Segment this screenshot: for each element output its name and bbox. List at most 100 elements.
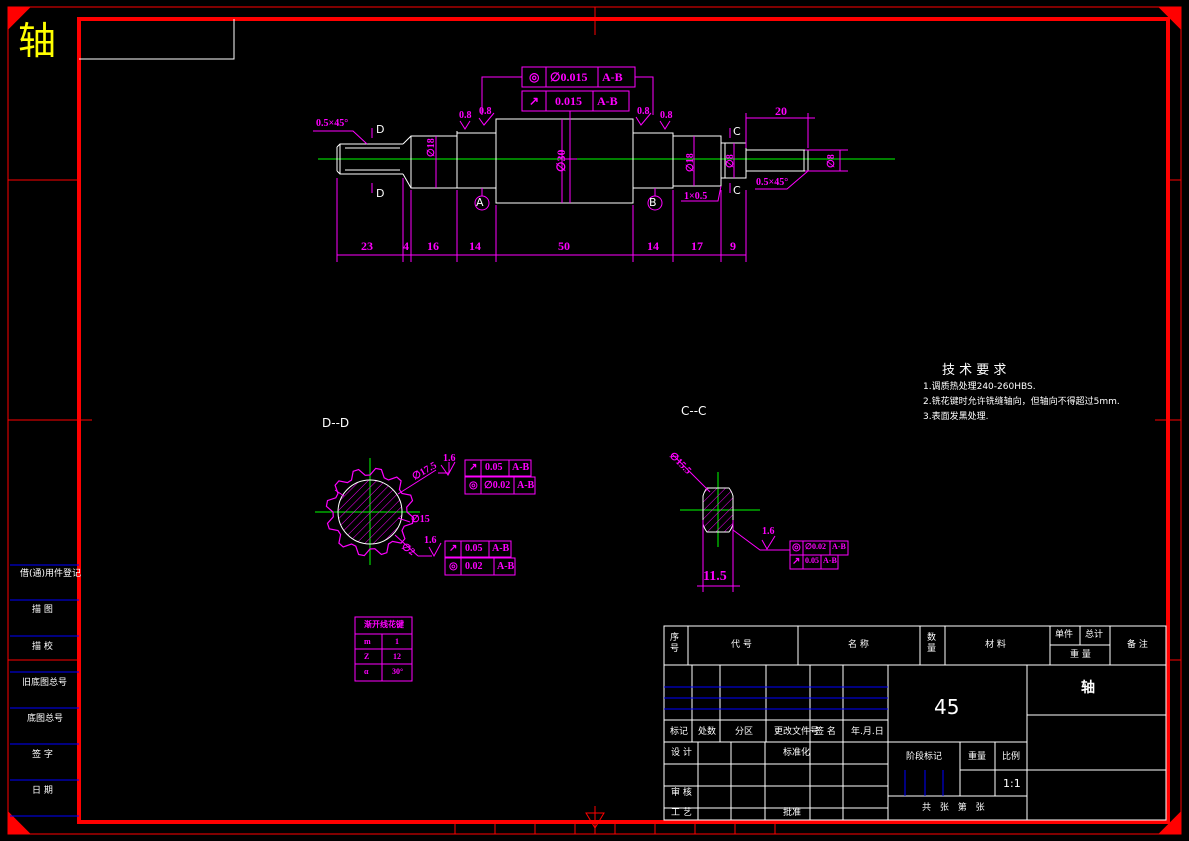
dd-frame-bottom-2-datum: A-B xyxy=(497,561,515,572)
left-col-4: 旧底图总号 xyxy=(22,678,68,688)
length-1: 23 xyxy=(361,239,373,253)
length-6: 14 xyxy=(647,239,659,253)
tech-req-item-1: 1.调质热处理240-260HBS. xyxy=(923,382,1036,392)
tb-sign-approve: 批准 xyxy=(783,808,802,818)
spline-row-2-key: Z xyxy=(364,652,370,661)
tb-material: 45 xyxy=(934,695,960,719)
tb-header-name: 名 称 xyxy=(848,640,869,650)
tb-rev-date: 年.月.日 xyxy=(851,727,884,737)
shaft-dimension-lines xyxy=(313,66,848,262)
tech-req-title: 技 术 要 求 xyxy=(942,363,1007,378)
tb-sheets: 共 张 第 张 xyxy=(922,803,985,813)
dd-dim-2: ∅15 xyxy=(411,514,430,525)
drawing-title: 轴 xyxy=(18,19,57,63)
dd-roughness-1: 1.6 xyxy=(443,453,456,464)
length-7: 17 xyxy=(691,239,703,253)
section-mark-d-bottom: D xyxy=(376,187,385,200)
spline-table-title: 渐开线花键 xyxy=(364,620,404,629)
spline-table-lines xyxy=(354,616,413,682)
dd-frame-bottom-1-value: 0.05 xyxy=(465,543,483,554)
dia-4: ∅8 xyxy=(725,154,736,168)
tb-scale-label: 比例 xyxy=(1002,752,1021,762)
cc-frame-2-datum: A-B xyxy=(823,556,837,565)
tb-header-qty: 数量 xyxy=(927,633,937,654)
tb-sign-review: 审 核 xyxy=(671,788,692,798)
left-col-7: 日 期 xyxy=(32,786,53,796)
tol-frame-1-value: ∅0.015 xyxy=(550,70,588,84)
section-cc-label: C--C xyxy=(681,404,707,418)
section-dd-label: D--D xyxy=(322,416,350,430)
tech-req-item-2: 2.铣花键时允许铣缝轴向，但轴向不得超过5mm. xyxy=(923,397,1120,407)
tb-rev-zone: 分区 xyxy=(735,727,754,737)
groove-label: 1×0.5 xyxy=(684,191,708,202)
dd-frame-bottom-1-datum: A-B xyxy=(492,543,510,554)
roughness-4: 0.8 xyxy=(660,110,673,121)
cc-frame-2-symbol: ↗ xyxy=(792,556,801,567)
tb-sign-standard: 标准化 xyxy=(783,748,811,758)
dia-5: ∅8 xyxy=(826,154,837,168)
length-5: 50 xyxy=(558,239,570,253)
tb-header-total: 总计 xyxy=(1085,630,1104,640)
tol-frame-2-value: 0.015 xyxy=(555,94,582,108)
section-dd-graphic xyxy=(315,458,536,576)
tol-frame-1-datum: A-B xyxy=(602,70,623,84)
spline-row-3-key: α xyxy=(364,667,369,676)
cc-frame-1-value: ∅0.02 xyxy=(805,542,826,551)
tb-rev-count: 处数 xyxy=(698,727,717,737)
length-4: 14 xyxy=(469,239,481,253)
cc-frame-1-symbol: ◎ xyxy=(792,542,801,553)
length-3: 16 xyxy=(427,239,439,253)
left-col-2: 描 图 xyxy=(32,605,53,615)
title-block-lines xyxy=(663,625,1167,821)
tb-rev-mark: 标记 xyxy=(670,727,689,737)
tb-header-unit: 单件 xyxy=(1055,630,1074,640)
spline-row-1-key: m xyxy=(364,637,371,646)
section-cc-graphic xyxy=(671,453,849,592)
tb-header-seq: 序号 xyxy=(670,633,680,654)
dd-frame-top-2-datum: A-B xyxy=(517,480,535,491)
left-col-5: 底图总号 xyxy=(27,714,64,724)
tol-frame-1-symbol: ◎ xyxy=(529,70,540,84)
dd-frame-bottom-2-symbol: ◎ xyxy=(449,561,458,572)
cc-dim-width: 11.5 xyxy=(703,569,727,584)
tb-scale-value: 1:1 xyxy=(1003,777,1021,790)
cc-frame-1-datum: A-B xyxy=(832,542,846,551)
tb-part-name: 轴 xyxy=(1081,680,1095,696)
outer-frame xyxy=(7,6,1182,835)
left-column-table xyxy=(10,564,79,817)
section-mark-d-top: D xyxy=(376,123,385,136)
cc-roughness: 1.6 xyxy=(762,526,775,537)
top-left-box xyxy=(79,19,235,60)
dd-frame-bottom-1-symbol: ↗ xyxy=(449,543,458,554)
dia-3: ∅18 xyxy=(685,153,696,172)
roughness-2: 0.8 xyxy=(479,106,492,117)
tb-header-material: 材 料 xyxy=(985,640,1006,650)
chamfer-right-label: 0.5×45° xyxy=(756,177,789,188)
dia-2: ∅30 xyxy=(554,149,568,172)
tb-sign-process: 工 艺 xyxy=(671,808,692,818)
tb-rev-sign: 签 名 xyxy=(815,727,836,737)
roughness-3: 0.8 xyxy=(637,106,650,117)
length-8: 9 xyxy=(730,239,736,253)
spline-row-1-val: 1 xyxy=(395,637,399,646)
dd-frame-top-2-symbol: ◎ xyxy=(469,480,478,491)
dd-frame-top-1-datum: A-B xyxy=(512,462,530,473)
dd-frame-top-1-symbol: ↗ xyxy=(469,462,478,473)
dd-frame-bottom-2-value: 0.02 xyxy=(465,561,483,572)
spline-row-2-val: 12 xyxy=(393,652,401,661)
tb-header-code: 代 号 xyxy=(731,640,752,650)
tb-sign-design: 设 计 xyxy=(671,748,692,758)
dim-20: 20 xyxy=(775,104,787,118)
tb-weight-label: 重量 xyxy=(968,752,987,762)
length-2: 4 xyxy=(403,239,409,253)
dia-1: ∅18 xyxy=(426,138,437,157)
left-col-3: 描 校 xyxy=(32,642,53,652)
tb-header-remark: 备 注 xyxy=(1127,640,1148,650)
section-mark-c-top: C xyxy=(733,125,741,138)
roughness-1: 0.8 xyxy=(459,110,472,121)
section-mark-c-bottom: C xyxy=(733,184,741,197)
tol-frame-2-symbol: ↗ xyxy=(529,94,540,108)
left-col-1: 借(通)用件登记 xyxy=(20,569,82,579)
tb-rev-doc: 更改文件号 xyxy=(774,727,820,737)
datum-b: B xyxy=(649,196,657,209)
